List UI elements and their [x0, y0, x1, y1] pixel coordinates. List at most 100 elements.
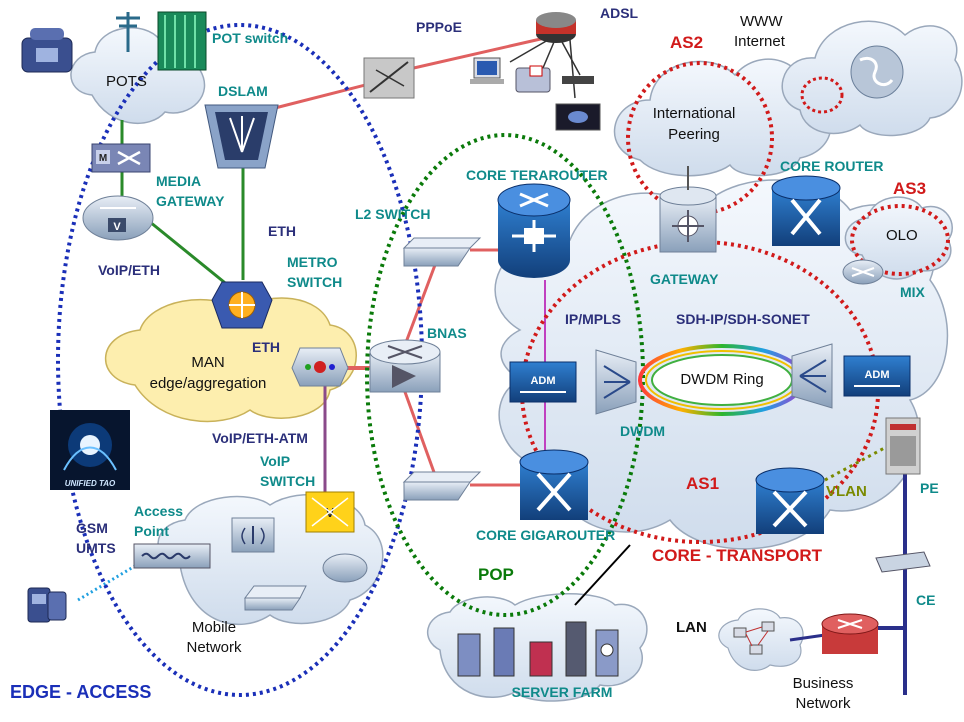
globe-icon: [850, 45, 904, 99]
tv-icon: [555, 103, 601, 131]
mobile-network-label: Network: [186, 639, 242, 656]
as3-ring: [850, 204, 950, 276]
dwdm-mux-left-icon: [595, 349, 637, 415]
dwdm-label: DWDM: [620, 423, 665, 439]
media-gateway-label: GATEWAY: [156, 193, 225, 209]
l2-switch-top-icon: [402, 237, 482, 267]
dwdm-mux-right-icon: [791, 343, 833, 409]
pc-icon: [470, 57, 504, 84]
adsl-modem-icon: [536, 12, 576, 43]
gateway-label: GATEWAY: [650, 271, 719, 287]
adsl-label: ADSL: [600, 5, 639, 21]
core-terarouter-icon: [497, 183, 571, 278]
dslam-label: DSLAM: [218, 83, 268, 99]
server-farm-label: SERVER FARM: [512, 684, 613, 700]
ip-mpls-label: IP/MPLS: [565, 311, 621, 327]
voip-label: VoIP: [260, 453, 290, 469]
mobile-switch-icon: [244, 585, 307, 611]
access-label: Access: [134, 503, 183, 519]
core-transport-label: CORE - TRANSPORT: [652, 546, 823, 565]
voip-eth-atm-label: VoIP/ETH-ATM: [212, 430, 308, 446]
voip-switch-icon: V: [305, 491, 355, 533]
core-gigarouter-label: CORE GIGAROUTER: [476, 527, 615, 543]
pots-label: POTS: [106, 73, 147, 90]
access-point-icon: [133, 543, 211, 569]
unified-tao-logo: UNIFIED TAO: [50, 410, 130, 490]
edge-access-label: EDGE - ACCESS: [10, 682, 151, 702]
pe-label: PE: [920, 480, 939, 496]
eth-switch-icon: [291, 347, 349, 387]
mobile-router-icon: [322, 553, 368, 583]
pop-ring: [365, 133, 645, 617]
voip-switch-label: SWITCH: [260, 473, 315, 489]
eth-man-label: ETH: [252, 339, 280, 355]
media-gateway-m-label: M: [99, 153, 107, 164]
mix-label: MIX: [900, 284, 926, 300]
media-label: MEDIA: [156, 173, 201, 189]
metro-switch-icon: [211, 281, 273, 329]
bnas-label: BNAS: [427, 325, 467, 341]
pppoe-pole-icon: [363, 57, 415, 99]
ce-label: CE: [916, 592, 935, 608]
www-label: WWW: [740, 13, 783, 30]
dslam-icon: [204, 104, 279, 169]
metro-switch-label: SWITCH: [287, 274, 342, 290]
as2-ring: [626, 61, 774, 215]
as2-label: AS2: [670, 33, 703, 52]
lan-cloud: [718, 608, 804, 671]
metro-label: METRO: [287, 254, 338, 270]
bnas-icon: [369, 339, 441, 393]
eth-top-label: ETH: [268, 223, 296, 239]
server-farm-icon: [457, 621, 619, 677]
telephone-icon: [21, 28, 73, 73]
core-gigarouter-icon: [519, 449, 589, 520]
media-gateway-m-icon: M: [91, 143, 151, 173]
sdh-label: SDH-IP/SDH-SONET: [676, 311, 810, 327]
adm-right-icon: ADM: [843, 355, 911, 397]
base-station-icon: [231, 517, 275, 553]
core-terarouter-label: CORE TERAROUTER: [466, 167, 608, 183]
media-gateway-v-icon: V: [82, 195, 154, 241]
pe-rack-icon: [885, 417, 921, 475]
pppoe-label: PPPoE: [416, 19, 462, 35]
text-labels: POT switch PPPoE ADSL WWW Internet AS2 P…: [10, 5, 939, 712]
business-network-label: Network: [795, 695, 851, 712]
mix-router-icon: [842, 259, 884, 285]
lan-pcs-icon: [733, 621, 775, 655]
olo-label: OLO: [886, 227, 918, 244]
lan-label: LAN: [676, 619, 707, 636]
point-label: Point: [134, 523, 169, 539]
gateway-icon: [659, 186, 717, 253]
core-router-label: CORE ROUTER: [780, 158, 883, 174]
core-router-icon: [771, 175, 841, 246]
business-label: Business: [793, 675, 854, 692]
voip-eth-label: VoIP/ETH: [98, 262, 160, 278]
international-label: International: [653, 105, 736, 122]
antenna-pole-icon: [116, 12, 140, 52]
mobile-phone-icon: [27, 587, 67, 623]
peering-label: Peering: [668, 126, 720, 143]
adm-right-label: ADM: [864, 369, 889, 381]
man-label: MAN: [191, 354, 224, 371]
as1-router-icon: [755, 467, 825, 534]
gsm-label: GSM: [76, 520, 108, 536]
l2-switch-bottom-icon: [402, 471, 482, 501]
mobile-label: Mobile: [192, 619, 236, 636]
as1-label: AS1: [686, 474, 719, 493]
as3-label: AS3: [893, 179, 926, 198]
ce-device-icon: [875, 551, 931, 573]
business-router-icon: [821, 613, 879, 654]
set-top-box-icon: [562, 76, 594, 84]
edge-aggregation-label: edge/aggregation: [150, 375, 267, 392]
ip-phone-icon: [515, 65, 551, 93]
media-gateway-v-label: V: [113, 221, 121, 233]
vlan-label: VLAN: [826, 483, 867, 500]
pop-label: POP: [478, 565, 514, 584]
pot-switch-label: POT switch: [212, 30, 288, 46]
adm-left-icon: ADM: [509, 361, 577, 403]
man-cloud: [104, 297, 357, 423]
internet-peering-ring: [800, 76, 844, 114]
unified-tao-label: UNIFIED TAO: [65, 479, 116, 488]
